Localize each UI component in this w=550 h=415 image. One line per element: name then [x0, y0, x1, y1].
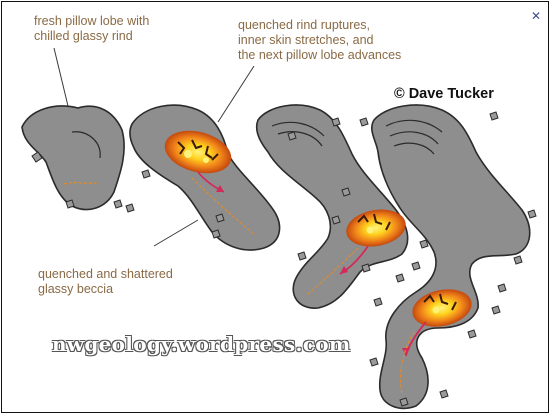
label-line: inner skin stretches, and [238, 33, 401, 48]
breccia-fragment [142, 170, 150, 178]
breccia-fragment [370, 358, 378, 366]
website-watermark: nwgeology.wordpress.com [52, 332, 350, 356]
breccia-fragment [498, 284, 506, 292]
breccia-fragment [374, 298, 382, 306]
breccia-fragment [342, 188, 350, 196]
label-line: fresh pillow lobe with [34, 14, 149, 29]
label-glassy-breccia: quenched and shattered glassy beccia [38, 267, 173, 297]
breccia-fragment [66, 200, 74, 208]
label-line: the next pillow lobe advances [238, 48, 401, 63]
breccia-fragment [362, 264, 370, 272]
breccia-fragment [298, 252, 306, 260]
rupture-hot-3 [367, 227, 374, 234]
leader-rupture [218, 66, 254, 122]
breccia-fragment [332, 216, 340, 224]
label-line: glassy beccia [38, 282, 173, 297]
breccia-fragment [332, 118, 340, 126]
breccia-fragment [492, 306, 500, 314]
leader-fresh-lobe [54, 48, 68, 106]
breccia-fragment [528, 210, 536, 218]
breccia-fragment [288, 132, 296, 140]
breccia-fragment [212, 230, 220, 238]
close-icon[interactable]: ✕ [530, 10, 542, 22]
breccia-fragment [126, 204, 134, 212]
breccia-fragment [114, 200, 122, 208]
label-line: quenched and shattered [38, 267, 173, 282]
label-line: quenched rind ruptures, [238, 18, 401, 33]
breccia-fragment [412, 262, 420, 270]
breccia-fragment [440, 390, 448, 398]
breccia-fragment [490, 112, 498, 120]
breccia-fragment [400, 398, 408, 406]
breccia-fragment [216, 214, 224, 222]
label-fresh-pillow-lobe: fresh pillow lobe with chilled glassy ri… [34, 14, 149, 44]
breccia-fragment [468, 330, 476, 338]
label-rind-rupture: quenched rind ruptures, inner skin stret… [238, 18, 401, 63]
rupture-hot-4 [433, 307, 440, 314]
author-credit: © Dave Tucker [394, 86, 494, 102]
breccia-fragment [514, 256, 522, 264]
label-line: chilled glassy rind [34, 29, 149, 44]
breccia-fragment [360, 118, 368, 126]
rupture-hot-1 [184, 150, 192, 158]
leader-breccia [154, 220, 198, 246]
breccia-fragment [420, 240, 428, 248]
rupture-hot-2 [203, 157, 209, 163]
breccia-fragment [396, 274, 404, 282]
